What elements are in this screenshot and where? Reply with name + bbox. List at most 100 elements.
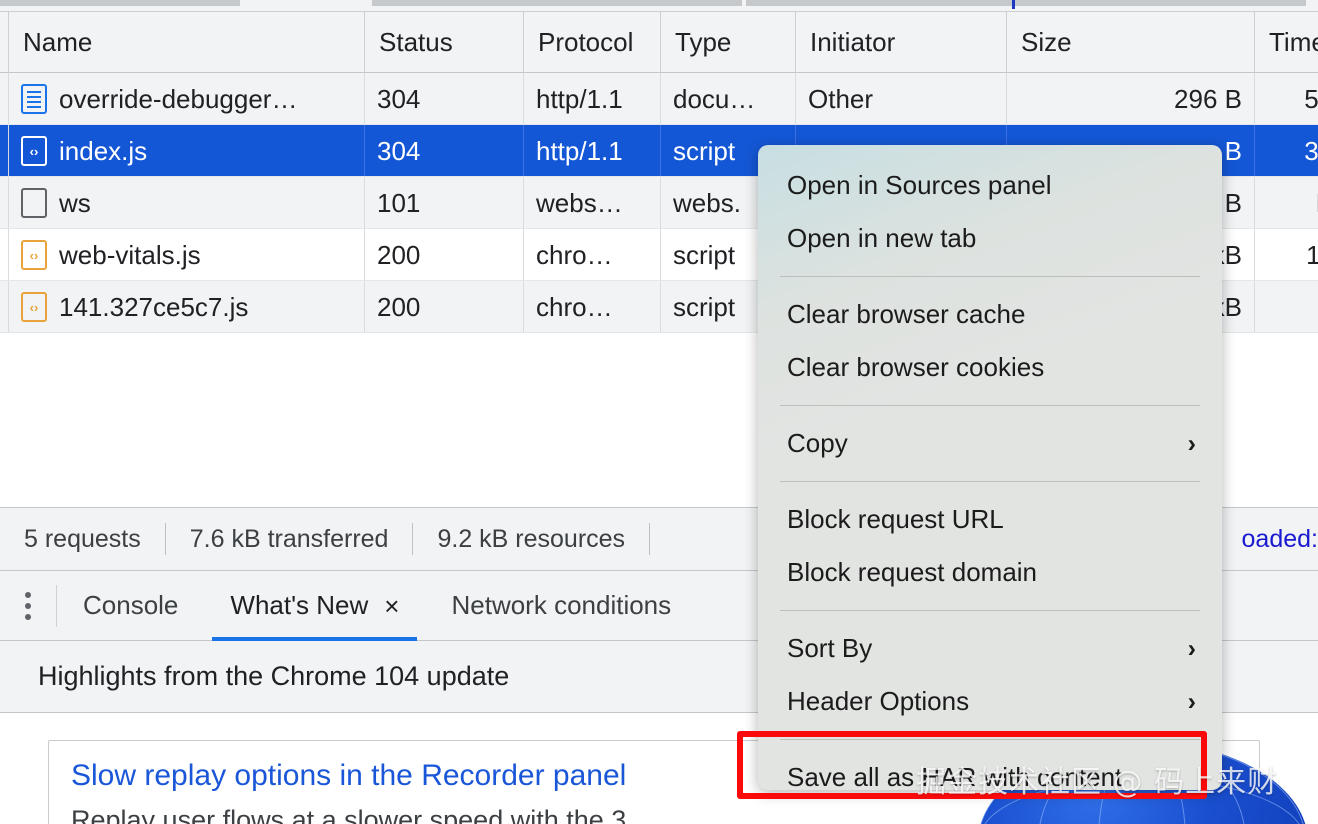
menu-item-block-request-url[interactable]: Block request URL [758,493,1222,546]
watermark-text: 掘金技术社区 @ 码上来财 [916,765,1279,800]
cell-status: 304 [365,73,524,125]
column-header-size[interactable]: Size [1007,12,1255,73]
cell-protocol: http/1.1 [524,125,661,177]
cell-name: ‹› index.js [8,125,365,177]
cell-initiator: Other [796,73,1007,125]
row-divider [0,124,1318,125]
summary-requests: 5 requests [24,524,141,553]
menu-item-label: Block request domain [787,557,1038,587]
tab-network-conditions[interactable]: Network conditions [425,571,697,641]
column-header-type[interactable]: Type [661,12,796,73]
cell-time: 11 m [1255,229,1318,281]
column-header-time[interactable]: Time [1255,12,1318,73]
cell-name: override-debugger… [8,73,365,125]
cell-status: 200 [365,281,524,333]
cell-name: ws [8,177,365,229]
row-divider [0,332,1318,333]
column-header-initiator[interactable]: Initiator [796,12,1007,73]
menu-item-open-in-sources-panel[interactable]: Open in Sources panel [758,159,1222,212]
cell-status: 200 [365,229,524,281]
summary-transferred: 7.6 kB transferred [189,524,389,553]
menu-item-header-options[interactable]: Header Options › [758,675,1222,728]
cell-size: 296 B [1007,73,1255,125]
menu-item-label: Clear browser cookies [787,352,1045,382]
tab-console[interactable]: Console [57,571,204,641]
menu-item-label: Copy [787,428,848,458]
cell-protocol: chro… [524,229,661,281]
menu-item-label: Open in new tab [787,223,977,253]
document-icon [21,84,47,114]
summary-divider [649,523,651,555]
menu-item-block-request-domain[interactable]: Block request domain [758,546,1222,599]
cell-status: 101 [365,177,524,229]
menu-item-label: Sort By [787,633,873,663]
menu-item-open-in-new-tab[interactable]: Open in new tab [758,212,1222,265]
menu-top-padding [758,145,1222,159]
summary-resources: 9.2 kB resources [437,524,626,553]
summary-divider [164,523,166,555]
script-icon: ‹› [21,292,47,322]
column-header-protocol[interactable]: Protocol [524,12,661,73]
menu-separator [780,276,1200,277]
cell-type: script [661,125,796,177]
cell-name-label: override-debugger… [59,83,298,114]
menu-item-label: Clear browser cache [787,299,1026,329]
cell-type: docu… [661,73,796,125]
sliver-cap [372,0,742,6]
cell-name-label: index.js [59,135,148,166]
row-divider [0,176,1318,177]
cell-size: B [1007,125,1255,177]
script-icon: ‹› [21,136,47,166]
menu-item-label: Block request URL [787,504,1004,534]
kebab-menu-icon[interactable] [0,571,56,641]
summary-domcontentloaded: oaded: [1241,524,1318,553]
column-header-name[interactable]: Name [8,12,365,73]
cell-name-label: web-vitals.js [59,239,201,270]
cell-time: 51 m [1255,73,1318,125]
cell-name-label: 141.327ce5c7.js [59,291,249,322]
sliver-cap [746,0,1306,6]
cell-status: 304 [365,125,524,177]
summary-divider [412,523,414,555]
menu-item-copy[interactable]: Copy › [758,417,1222,470]
column-header-status[interactable]: Status [365,12,524,73]
tab-network-conditions-label: Network conditions [451,590,672,620]
cell-time: Pen [1255,177,1318,229]
cell-time: 5 m [1255,281,1318,333]
chevron-right-icon: › [1187,429,1196,457]
menu-item-clear-browser-cookies[interactable]: Clear browser cookies [758,341,1222,394]
close-icon[interactable]: × [384,590,400,621]
chevron-right-icon: › [1187,634,1196,662]
cell-protocol: http/1.1 [524,73,661,125]
cell-type: webs. [661,177,796,229]
menu-separator [780,481,1200,482]
cell-protocol: webs… [524,177,661,229]
menu-item-clear-browser-cache[interactable]: Clear browser cache [758,288,1222,341]
whats-new-card-title[interactable]: Slow replay options in the Recorder pane… [71,759,627,792]
row-divider [0,280,1318,281]
row-divider [0,228,1318,229]
menu-separator [780,739,1200,740]
menu-item-label: Header Options [787,686,970,716]
tab-whats-new-label: What's New [230,590,369,620]
cell-protocol: chro… [524,281,661,333]
cell-size: B [1007,177,1255,229]
menu-item-save-all-as-har-with-content[interactable]: Save all as HAR with content [758,751,1222,790]
menu-separator [780,405,1200,406]
menu-item-sort-by[interactable]: Sort By › [758,622,1222,675]
table-header-row[interactable]: NameStatusProtocolTypeInitiatorSizeTime [0,12,1318,73]
tab-whats-new[interactable]: What's New × [204,571,425,641]
menu-item-label: Open in Sources panel [787,170,1052,200]
tab-console-label: Console [83,590,179,620]
cell-name-label: ws [59,187,91,218]
cell-name: ‹› 141.327ce5c7.js [8,281,365,333]
sliver-cap [0,0,240,6]
tab-divider [56,584,57,627]
menu-item-label: Save all as HAR with content [787,762,1123,790]
chevron-right-icon: › [1187,687,1196,715]
top-chrome-sliver [0,0,1318,12]
